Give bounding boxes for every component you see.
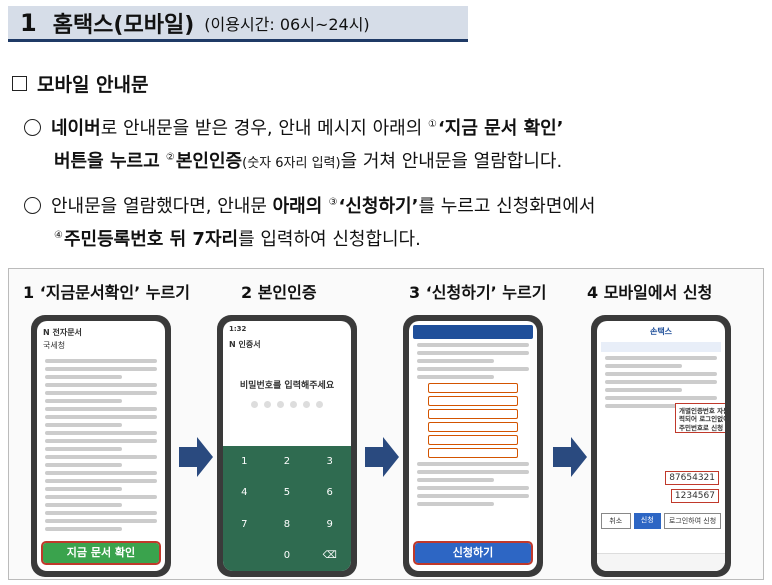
p2-sup4: ④ — [54, 230, 63, 241]
apply-button[interactable]: 신청하기 — [413, 541, 533, 565]
title-number: 1 — [20, 8, 37, 37]
section-heading: 모바일 안내문 — [12, 70, 149, 97]
step-4-label: 4 모바일에서 신청 — [587, 283, 713, 302]
p2-below: 아래의 — [272, 196, 329, 217]
arrow-right-icon — [365, 437, 399, 477]
key-5[interactable]: 5 — [283, 487, 291, 499]
circle-bullet-icon — [24, 197, 41, 214]
phone-1-sender: 국세청 — [43, 341, 66, 350]
p1-auth-note: (숫자 6자리 입력) — [242, 156, 341, 171]
rrn-field[interactable]: 1234567 — [670, 489, 719, 503]
p1-text-a: 로 안내문을 받은 경우, 안내 메시지 아래의 — [100, 118, 428, 139]
p1-text-c: 을 거쳐 안내문을 열람합니다. — [340, 151, 563, 172]
login-apply-button[interactable]: 로그인하여 신청 — [664, 513, 721, 529]
phone-3-screen: 신청하기 — [409, 321, 537, 571]
doc-header-bar — [413, 325, 533, 339]
submit-button[interactable]: 신청 — [633, 513, 661, 529]
phone-step-2: 1:32 N 인증서 비밀번호를 입력해주세요 1 2 3 4 5 6 7 8 … — [217, 315, 357, 577]
step-1-label: 1 ‘지금문서확인’ 누르기 — [23, 283, 190, 302]
phone-2-screen: 1:32 N 인증서 비밀번호를 입력해주세요 1 2 3 4 5 6 7 8 … — [223, 321, 351, 571]
p2-apply: ‘신청하기’ — [338, 196, 419, 217]
phone-step-4: 손택스 개별인증번호 자동입력되어 로그인없이 주민번호로 신청 8765432… — [591, 315, 731, 577]
key-3[interactable]: 3 — [326, 456, 333, 468]
p2-sup3: ③ — [328, 197, 338, 208]
title-bar: 1 홈택스(모바일) (이용시간: 06시~24시) — [8, 6, 468, 42]
key-7[interactable]: 7 — [241, 518, 248, 530]
phone-1-screen: N 전자문서 국세청 지금 문서 확인 — [37, 321, 165, 571]
section-heading-text: 모바일 안내문 — [37, 74, 149, 96]
key-0[interactable]: 0 — [283, 549, 291, 561]
tab-bar — [601, 342, 721, 352]
p1-auth: 본인인증 — [175, 151, 243, 172]
title-hours: (이용시간: 06시~24시) — [204, 14, 370, 34]
p1-text-b: 버튼을 누르고 — [54, 151, 166, 172]
steps-panel: 1 ‘지금문서확인’ 누르기 2 본인인증 3 ‘신청하기’ 누르기 4 모바일… — [8, 268, 764, 580]
title-main: 홈택스(모바일) — [52, 12, 195, 38]
p1-sup2: ② — [165, 152, 175, 163]
paragraph-2: 안내문을 열람했다면, 안내문 아래의 ③‘신청하기’를 누르고 신청화면에서 … — [24, 188, 764, 254]
key-2[interactable]: 2 — [283, 456, 291, 468]
phone-step-1: N 전자문서 국세청 지금 문서 확인 — [31, 315, 171, 577]
p1-naver: 네이버 — [51, 118, 101, 139]
p1-sup1: ① — [427, 119, 437, 130]
circle-bullet-icon — [24, 119, 41, 136]
paragraph-1: 네이버로 안내문을 받은 경우, 안내 메시지 아래의 ①‘지금 문서 확인’ … — [24, 110, 764, 178]
pin-keypad: 1 2 3 4 5 6 7 8 9 0 ⌫ — [223, 446, 351, 571]
step-3-label: 3 ‘신청하기’ 누르기 — [409, 283, 547, 302]
phone-4-screen: 손택스 개별인증번호 자동입력되어 로그인없이 주민번호로 신청 8765432… — [597, 321, 725, 571]
key-8[interactable]: 8 — [283, 518, 291, 530]
key-9[interactable]: 9 — [326, 518, 333, 530]
key-4[interactable]: 4 — [241, 487, 248, 499]
p2-rrn: 주민등록번호 뒤 7자리 — [63, 229, 239, 250]
p2-text-b: 를 누르고 신청화면에서 — [418, 196, 596, 217]
pin-dots — [223, 401, 351, 408]
arrow-right-icon — [179, 437, 213, 477]
phone-2-time: 1:32 — [229, 325, 247, 333]
phone-step-3: 신청하기 — [403, 315, 543, 577]
phone-4-brand: 손택스 — [649, 327, 673, 336]
step-2-label: 2 본인인증 — [241, 283, 317, 302]
check-document-button[interactable]: 지금 문서 확인 — [41, 541, 161, 565]
phone-2-brand: N 인증서 — [229, 340, 261, 349]
password-prompt: 비밀번호를 입력해주세요 — [239, 381, 335, 391]
phone-1-brand: N 전자문서 — [43, 328, 82, 337]
key-1[interactable]: 1 — [241, 456, 248, 468]
bottom-nav — [597, 553, 725, 571]
square-bullet-icon — [12, 76, 27, 91]
key-6[interactable]: 6 — [326, 487, 333, 499]
auto-input-callout: 개별인증번호 자동입력되어 로그인없이 주민번호로 신청 — [675, 403, 725, 433]
p2-text-a: 안내문을 열람했다면, 안내문 — [51, 196, 273, 217]
p1-check-doc: ‘지금 문서 확인’ — [437, 118, 564, 139]
action-buttons: 취소 신청 로그인하여 신청 — [601, 513, 721, 529]
p2-text-c: 를 입력하여 신청합니다. — [238, 229, 421, 250]
cancel-button[interactable]: 취소 — [601, 513, 631, 529]
backspace-icon[interactable]: ⌫ — [322, 549, 337, 561]
arrow-right-icon — [553, 437, 587, 477]
auth-number-field[interactable]: 87654321 — [665, 471, 719, 485]
